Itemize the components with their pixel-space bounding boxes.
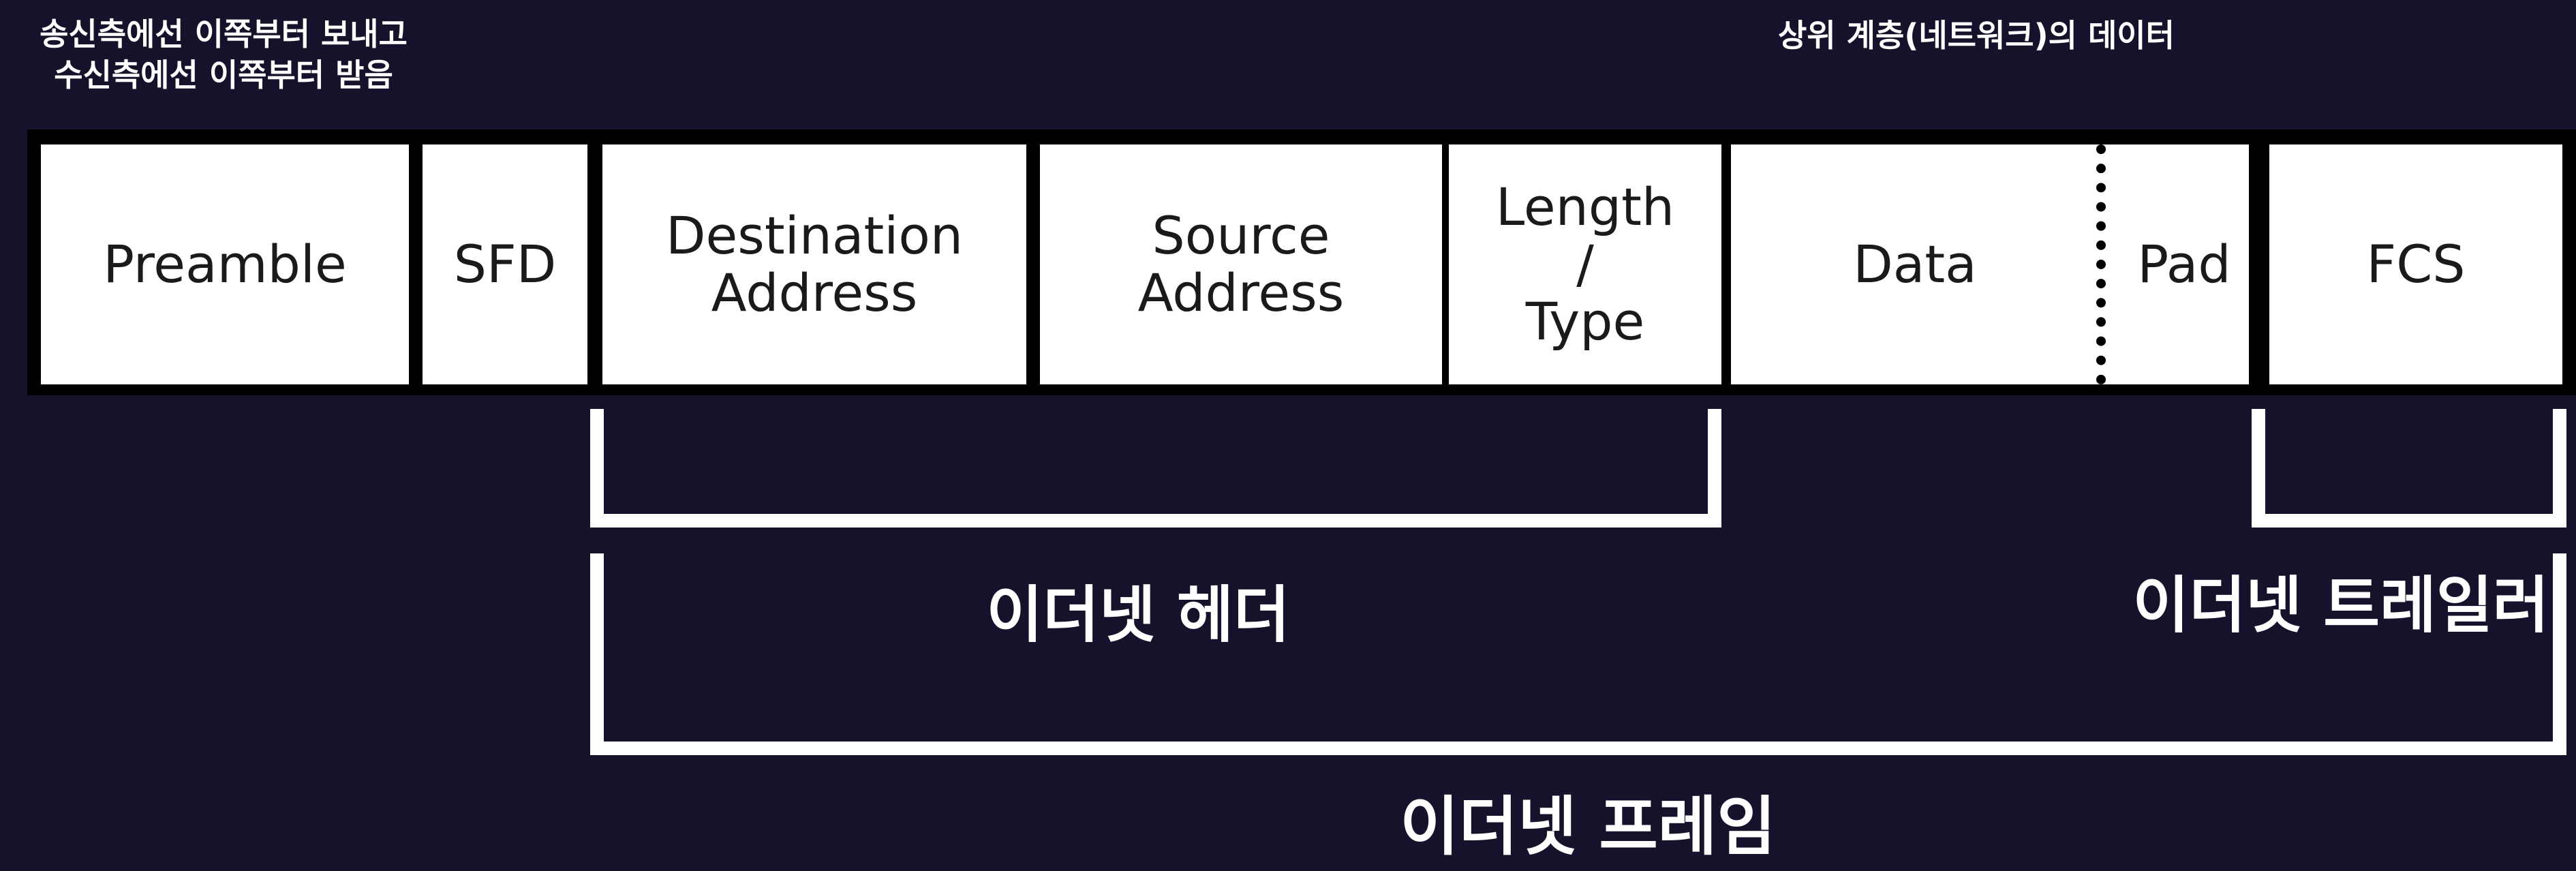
field-destination-address: Destination Address	[602, 144, 1026, 384]
ethernet-trailer-label: 이더넷 트레일러	[2132, 570, 2549, 641]
data-pad-divider	[2096, 144, 2106, 384]
ethernet-trailer-bracket	[2252, 409, 2566, 528]
upper-layer-data-note: 상위 계층(네트워크)의 데이터	[1778, 17, 2175, 54]
ethernet-header-bracket	[590, 409, 1721, 528]
sender-receiver-note: 송신측에선 이쪽부터 보내고 수신측에선 이쪽부터 받음	[40, 16, 408, 93]
ethernet-header-label: 이더넷 헤더	[986, 579, 1290, 651]
ethernet-frame-label: 이더넷 프레임	[1400, 790, 1776, 864]
field-data-pad: Data Pad	[1731, 144, 2249, 384]
field-fcs: FCS	[2269, 144, 2562, 384]
ethernet-frame-bracket	[590, 553, 2566, 755]
field-pad: Pad	[2137, 234, 2231, 294]
field-source-address: Source Address	[1040, 144, 1442, 384]
field-length-type: Length / Type	[1449, 144, 1721, 384]
field-data: Data	[1853, 234, 1977, 294]
field-preamble: Preamble	[41, 144, 409, 384]
field-sfd: SFD	[423, 144, 587, 384]
